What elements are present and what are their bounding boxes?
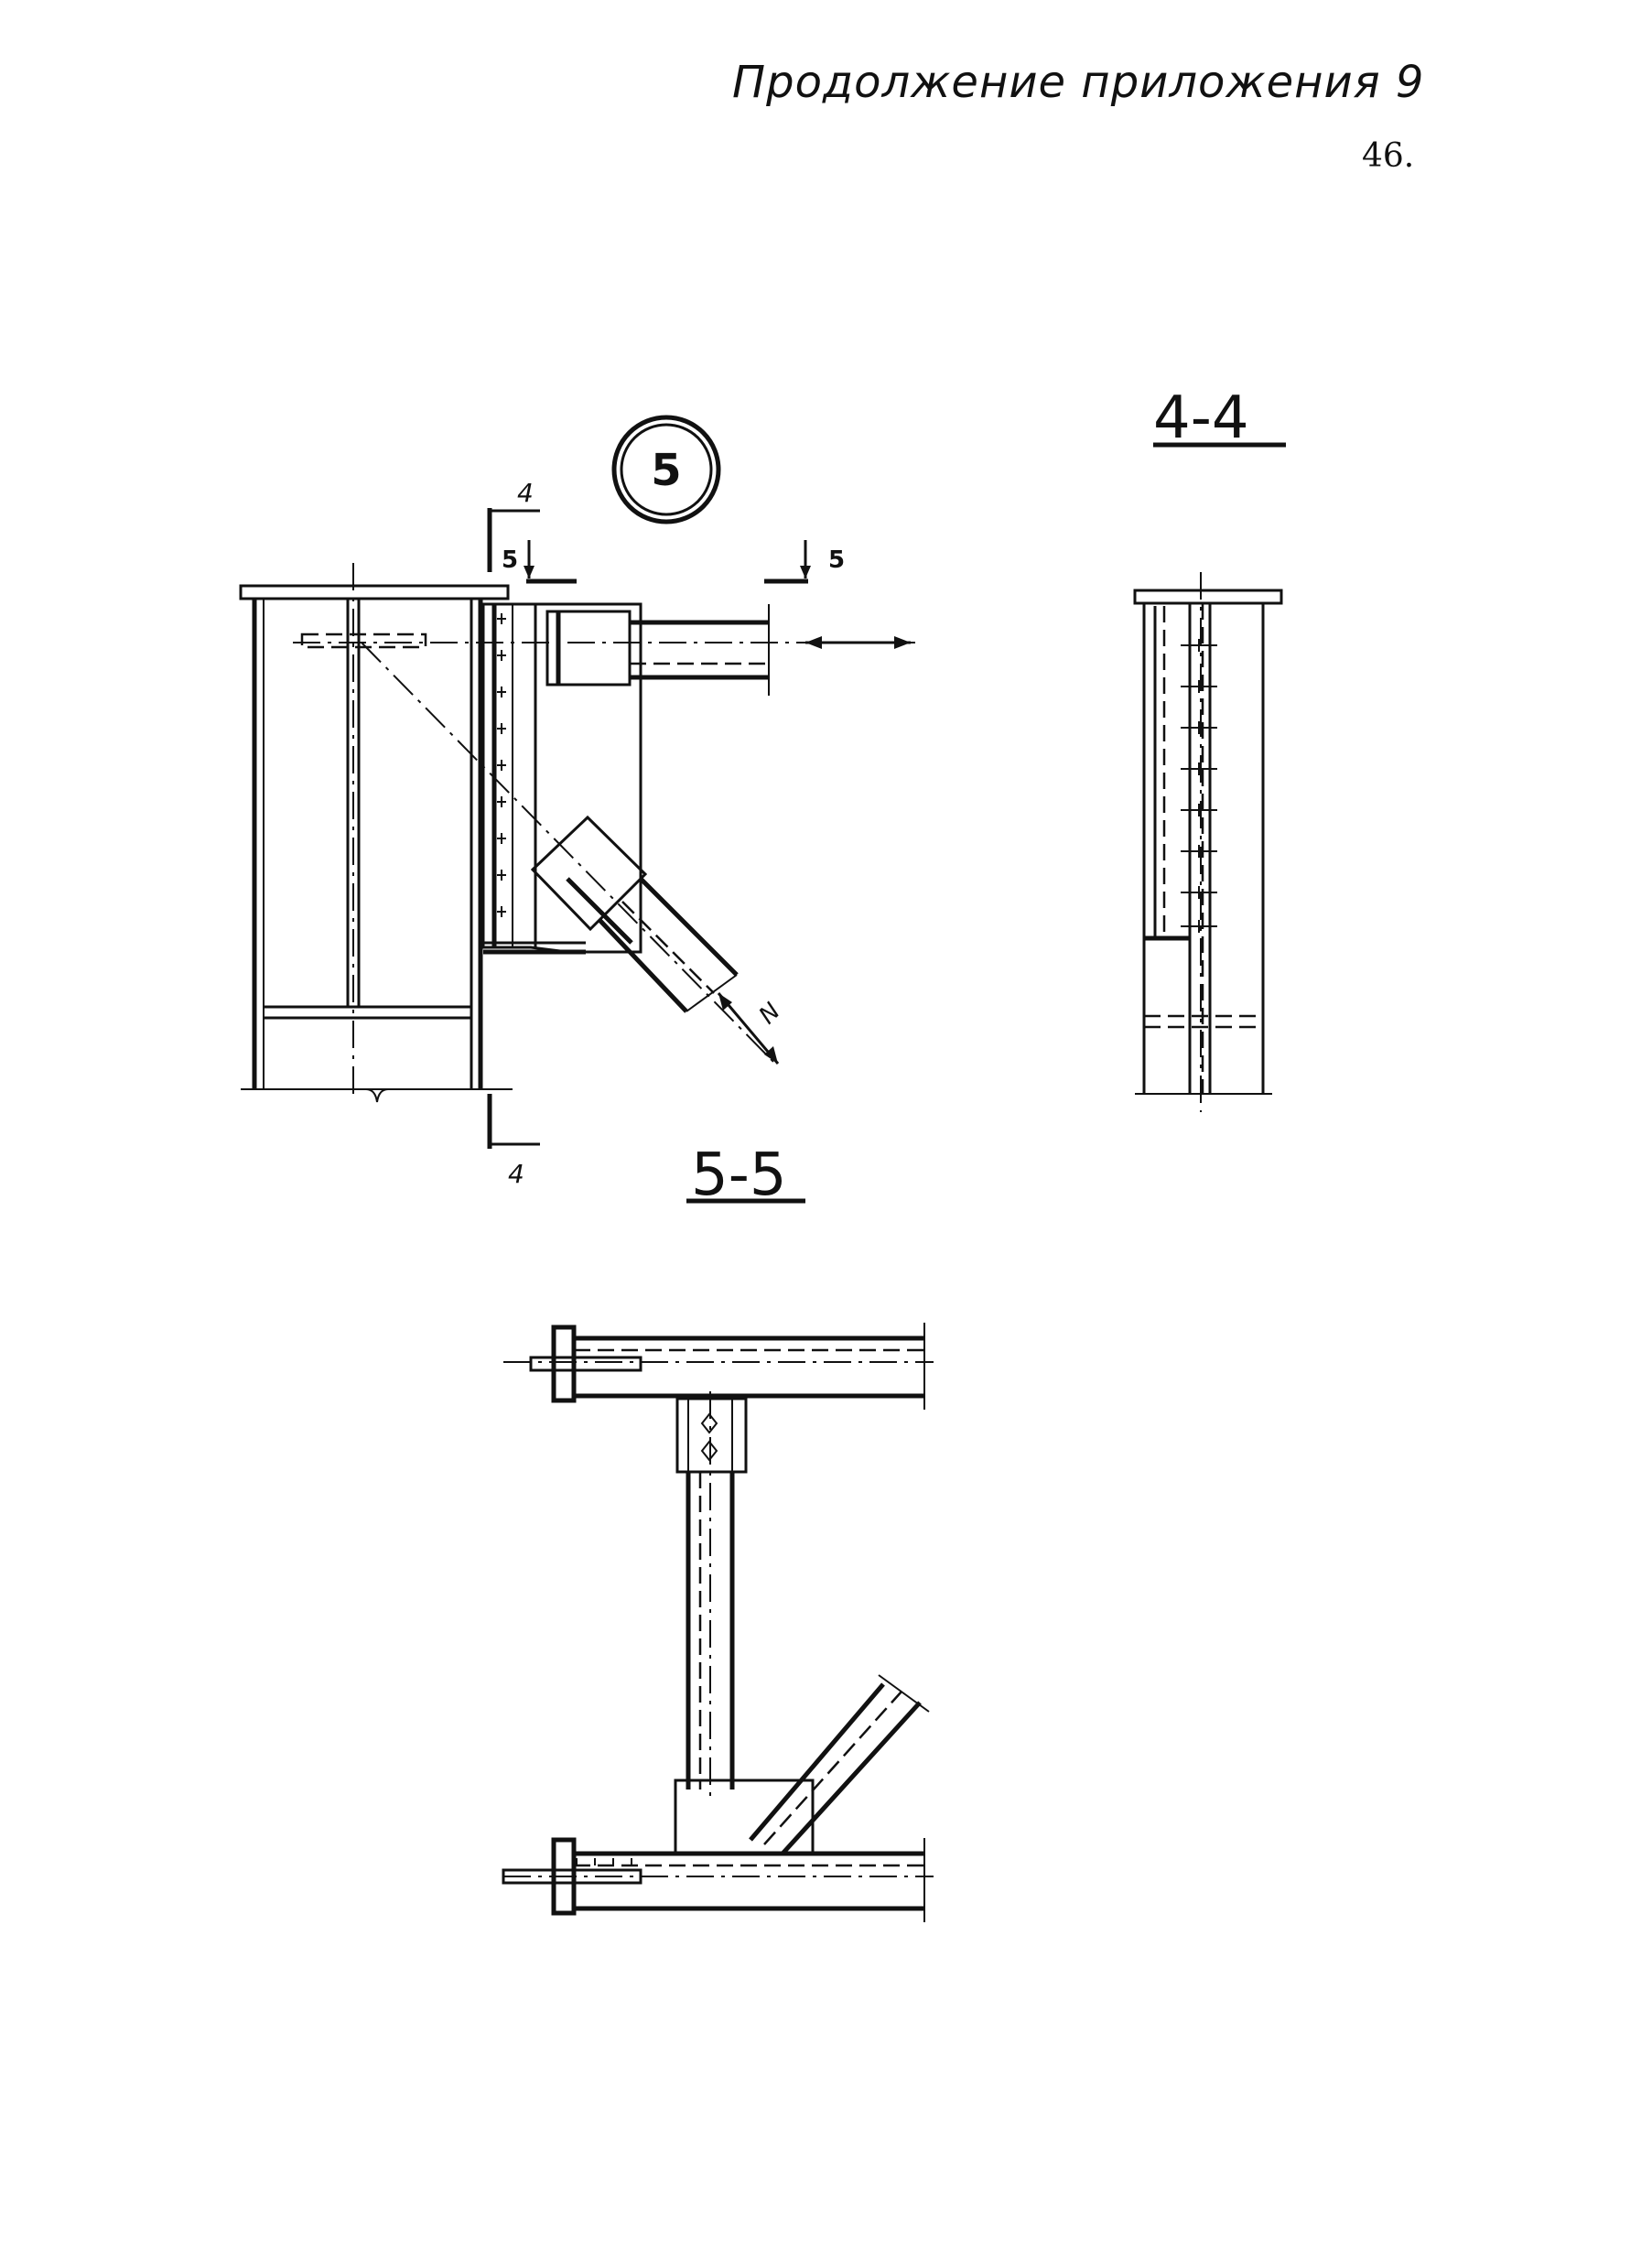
section-4-4-title: 4-4 [1153,384,1249,452]
anchor-bolt [300,633,427,649]
cut-mark-5-left: 5 [502,546,518,574]
diagonal-connector [530,815,648,932]
page-number: 46. [1362,137,1415,175]
column-cap-plate [239,584,510,600]
node-marker: 5 [611,415,721,524]
gusset-bolts [497,613,506,917]
node-marker-label: 5 [651,445,681,496]
diagonal-member [639,877,739,977]
top-member-connector [545,610,632,687]
section-5-5-title: 5-5 [691,1141,787,1209]
page-header-title: Продолжение приложения 9 [732,57,1425,108]
section-4-4: 4-4 [1133,384,1286,1112]
cut-mark-4-bottom: 4 [508,1159,524,1189]
cut-mark-5-right: 5 [828,546,845,574]
force-label: N [754,998,786,1030]
section-5-5: 5-5 [502,1141,934,1922]
cut-mark-4-top: 4 [517,478,534,508]
node-5-elevation: 5 [239,415,915,1189]
